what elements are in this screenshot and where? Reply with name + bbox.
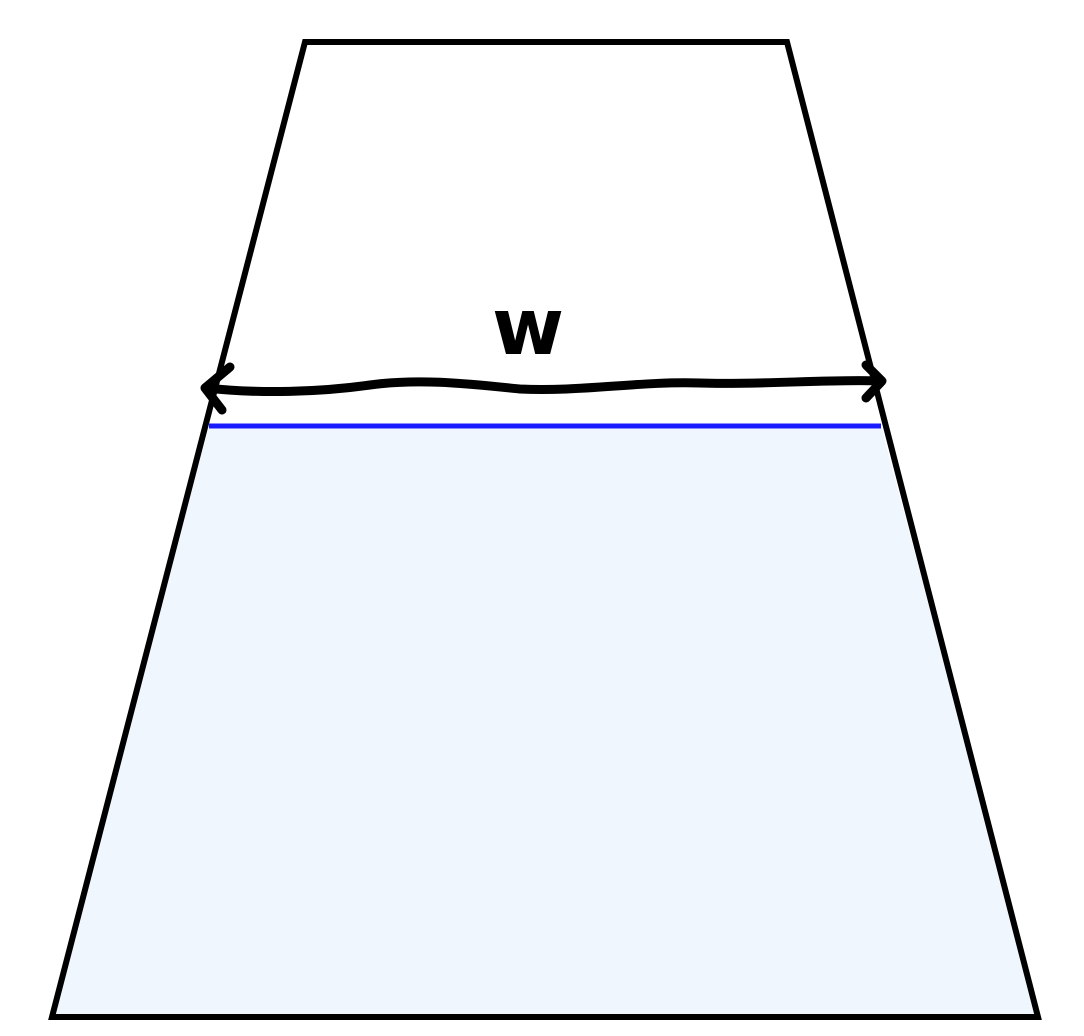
water-fill <box>52 426 1038 1017</box>
width-label: w <box>492 283 564 373</box>
width-arrow-left-head <box>200 362 235 415</box>
width-arrow-shaft <box>201 376 885 397</box>
width-arrow-right-head <box>861 360 887 403</box>
width-double-arrow <box>200 360 887 415</box>
trapezoid-outline <box>48 39 1042 1020</box>
